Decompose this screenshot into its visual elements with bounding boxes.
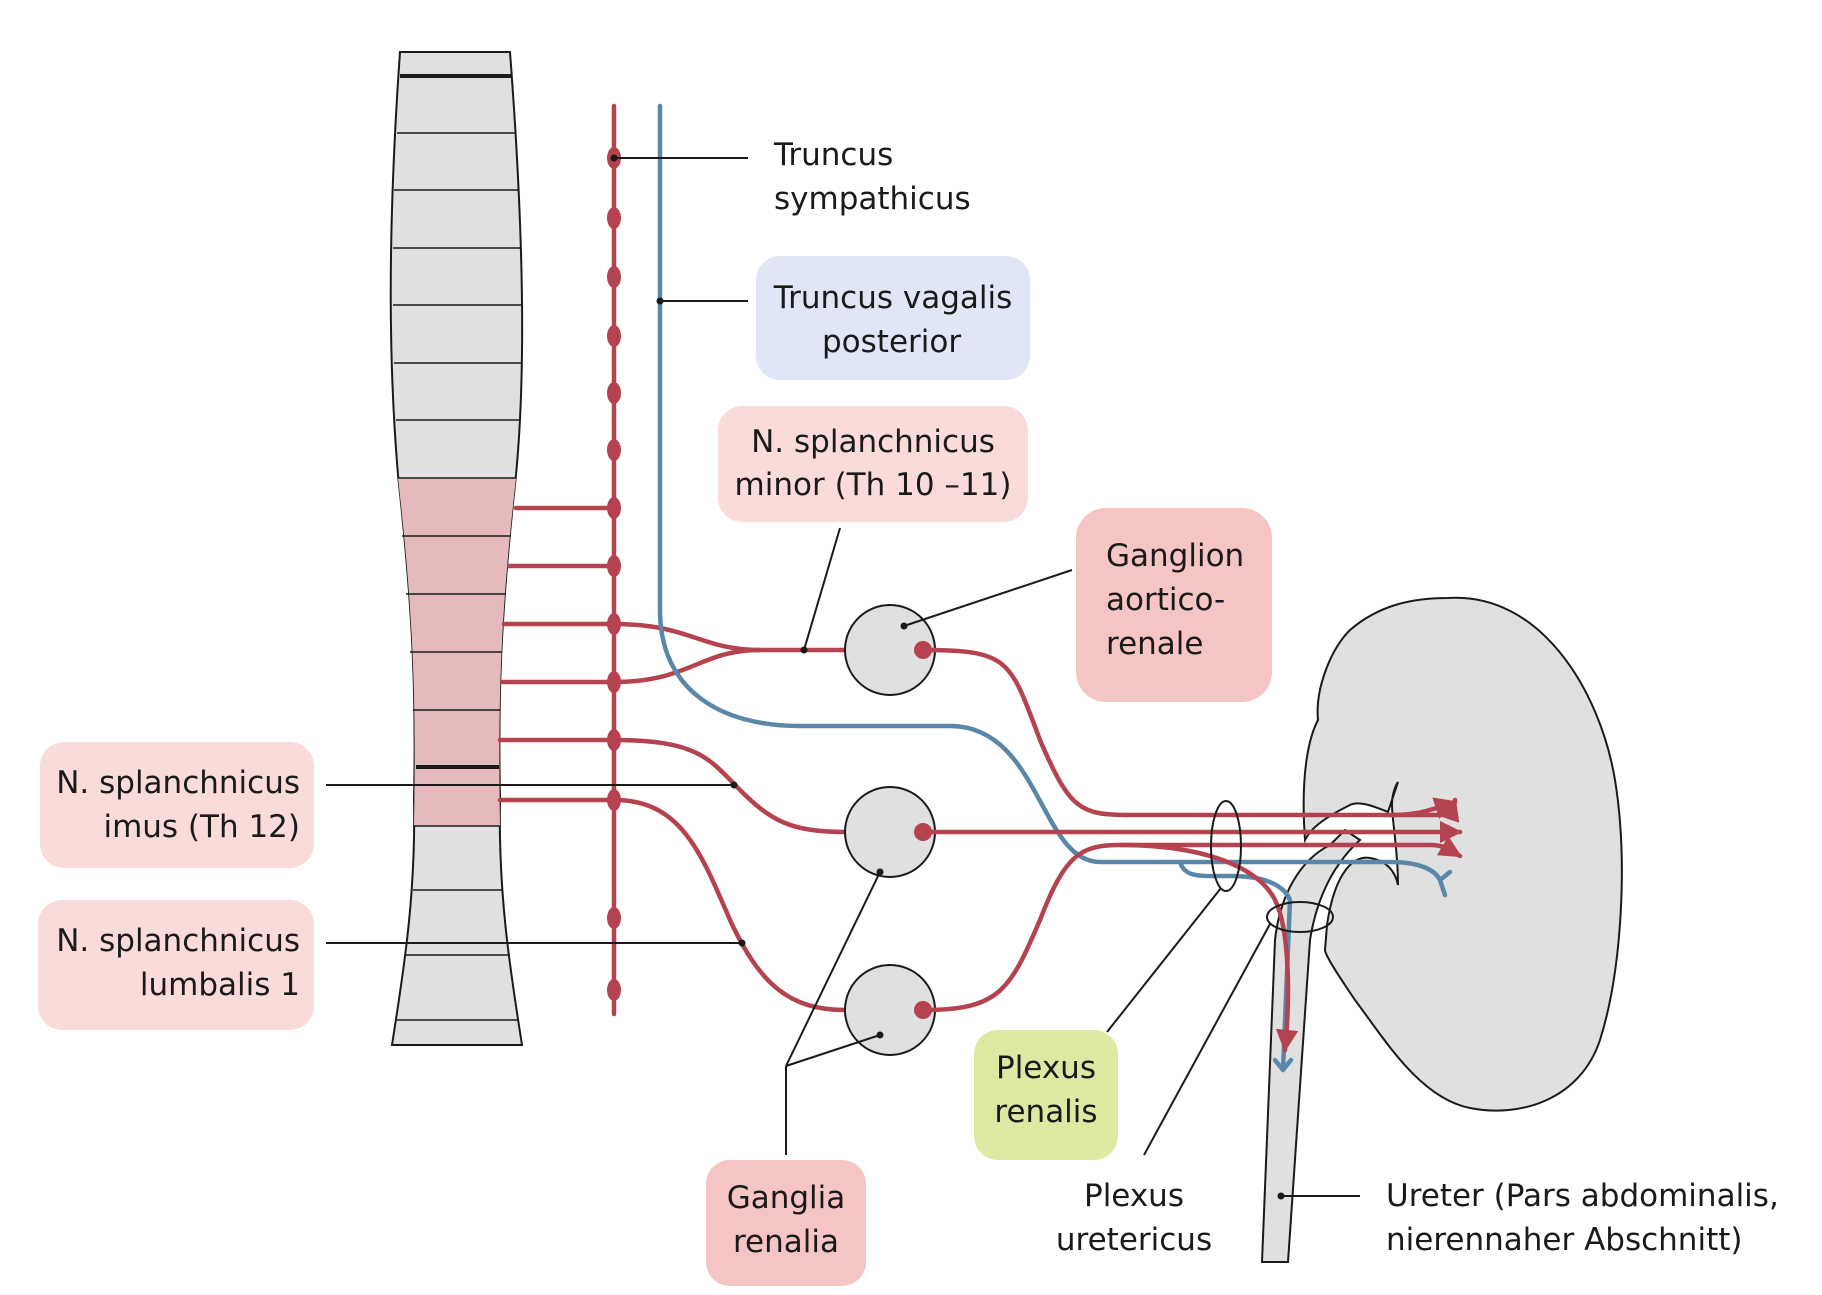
splanchnicus-imus-line1: N. splanchnicus: [56, 765, 300, 801]
ganglia-renalia-line2: renalia: [733, 1224, 839, 1260]
plexus-renalis-box: [974, 1030, 1118, 1160]
label-truncus-vagalis: Truncus vagalis posterior: [773, 280, 1013, 360]
splanchnicus-minor-line2: minor (Th 10 –11): [735, 467, 1012, 503]
ganglion-aorticorenale: [844, 604, 936, 696]
truncus-vagalis-line2: posterior: [822, 324, 961, 360]
ganglia-renalia-line1: Ganglia: [727, 1180, 846, 1216]
splanchnicus-imus-box: [40, 742, 314, 868]
truncus-vagalis-posterior: [657, 103, 1453, 1073]
splanchnic-nerves: [611, 621, 861, 1025]
splanchnicus-lumbalis-line2: lumbalis 1: [140, 967, 300, 1003]
ganglion-aorticorenale-box: [1076, 508, 1272, 702]
ganglion-aorticorenale-line3: renale: [1106, 626, 1203, 662]
label-splanchnicus-minor: N. splanchnicus minor (Th 10 –11): [735, 424, 1012, 503]
splanchnicus-minor-box: [718, 406, 1028, 522]
vertebral-column: [389, 51, 524, 1046]
kidney: [1302, 596, 1623, 1112]
plexus-renalis-line2: renalis: [994, 1094, 1097, 1130]
truncus-sympathicus-line2: sympathicus: [774, 181, 971, 217]
truncus-vagalis-box: [756, 256, 1030, 380]
ganglia-renalia-box: [706, 1160, 866, 1286]
label-splanchnicus-imus: N. splanchnicus imus (Th 12): [56, 765, 300, 845]
plexus-uretericus-line1: Plexus: [1084, 1178, 1184, 1214]
label-splanchnicus-lumbalis: N. splanchnicus lumbalis 1: [56, 923, 300, 1003]
truncus-vagalis-line1: Truncus vagalis: [773, 280, 1013, 316]
label-ganglia-renalia: Ganglia renalia: [727, 1180, 846, 1260]
ganglion-aorticorenale-line2: aortico-: [1106, 582, 1225, 618]
ganglion-aorticorenale-line1: Ganglion: [1106, 538, 1244, 574]
ganglion-renale-upper: [844, 786, 936, 878]
postganglionic-fibres: [920, 647, 1463, 1053]
splanchnicus-lumbalis-box: [38, 900, 314, 1030]
truncus-sympathicus-line1: Truncus: [773, 137, 893, 173]
splanchnicus-imus-line2: imus (Th 12): [103, 809, 300, 845]
splanchnicus-lumbalis-line1: N. splanchnicus: [56, 923, 300, 959]
plexus-renalis-line1: Plexus: [996, 1050, 1096, 1086]
label-ureter: Ureter (Pars abdominalis, nierennaher Ab…: [1386, 1178, 1779, 1258]
label-truncus-sympathicus: Truncus sympathicus: [773, 137, 971, 217]
label-plexus-uretericus: Plexus uretericus: [1056, 1178, 1212, 1258]
label-ganglion-aorticorenale: Ganglion aortico- renale: [1106, 538, 1244, 662]
plexus-uretericus-line2: uretericus: [1056, 1222, 1212, 1258]
splanchnicus-minor-line1: N. splanchnicus: [751, 424, 995, 460]
truncus-sympathicus: [497, 103, 621, 1017]
ureter-line1: Ureter (Pars abdominalis,: [1386, 1178, 1779, 1214]
plexus-renalis-ring: [1210, 800, 1242, 892]
label-plexus-renalis: Plexus renalis: [994, 1050, 1097, 1130]
leader-lines: [326, 154, 1360, 1200]
plexus-uretericus-ring: [1266, 901, 1334, 933]
ureter-line2: nierennaher Abschnitt): [1386, 1222, 1742, 1258]
